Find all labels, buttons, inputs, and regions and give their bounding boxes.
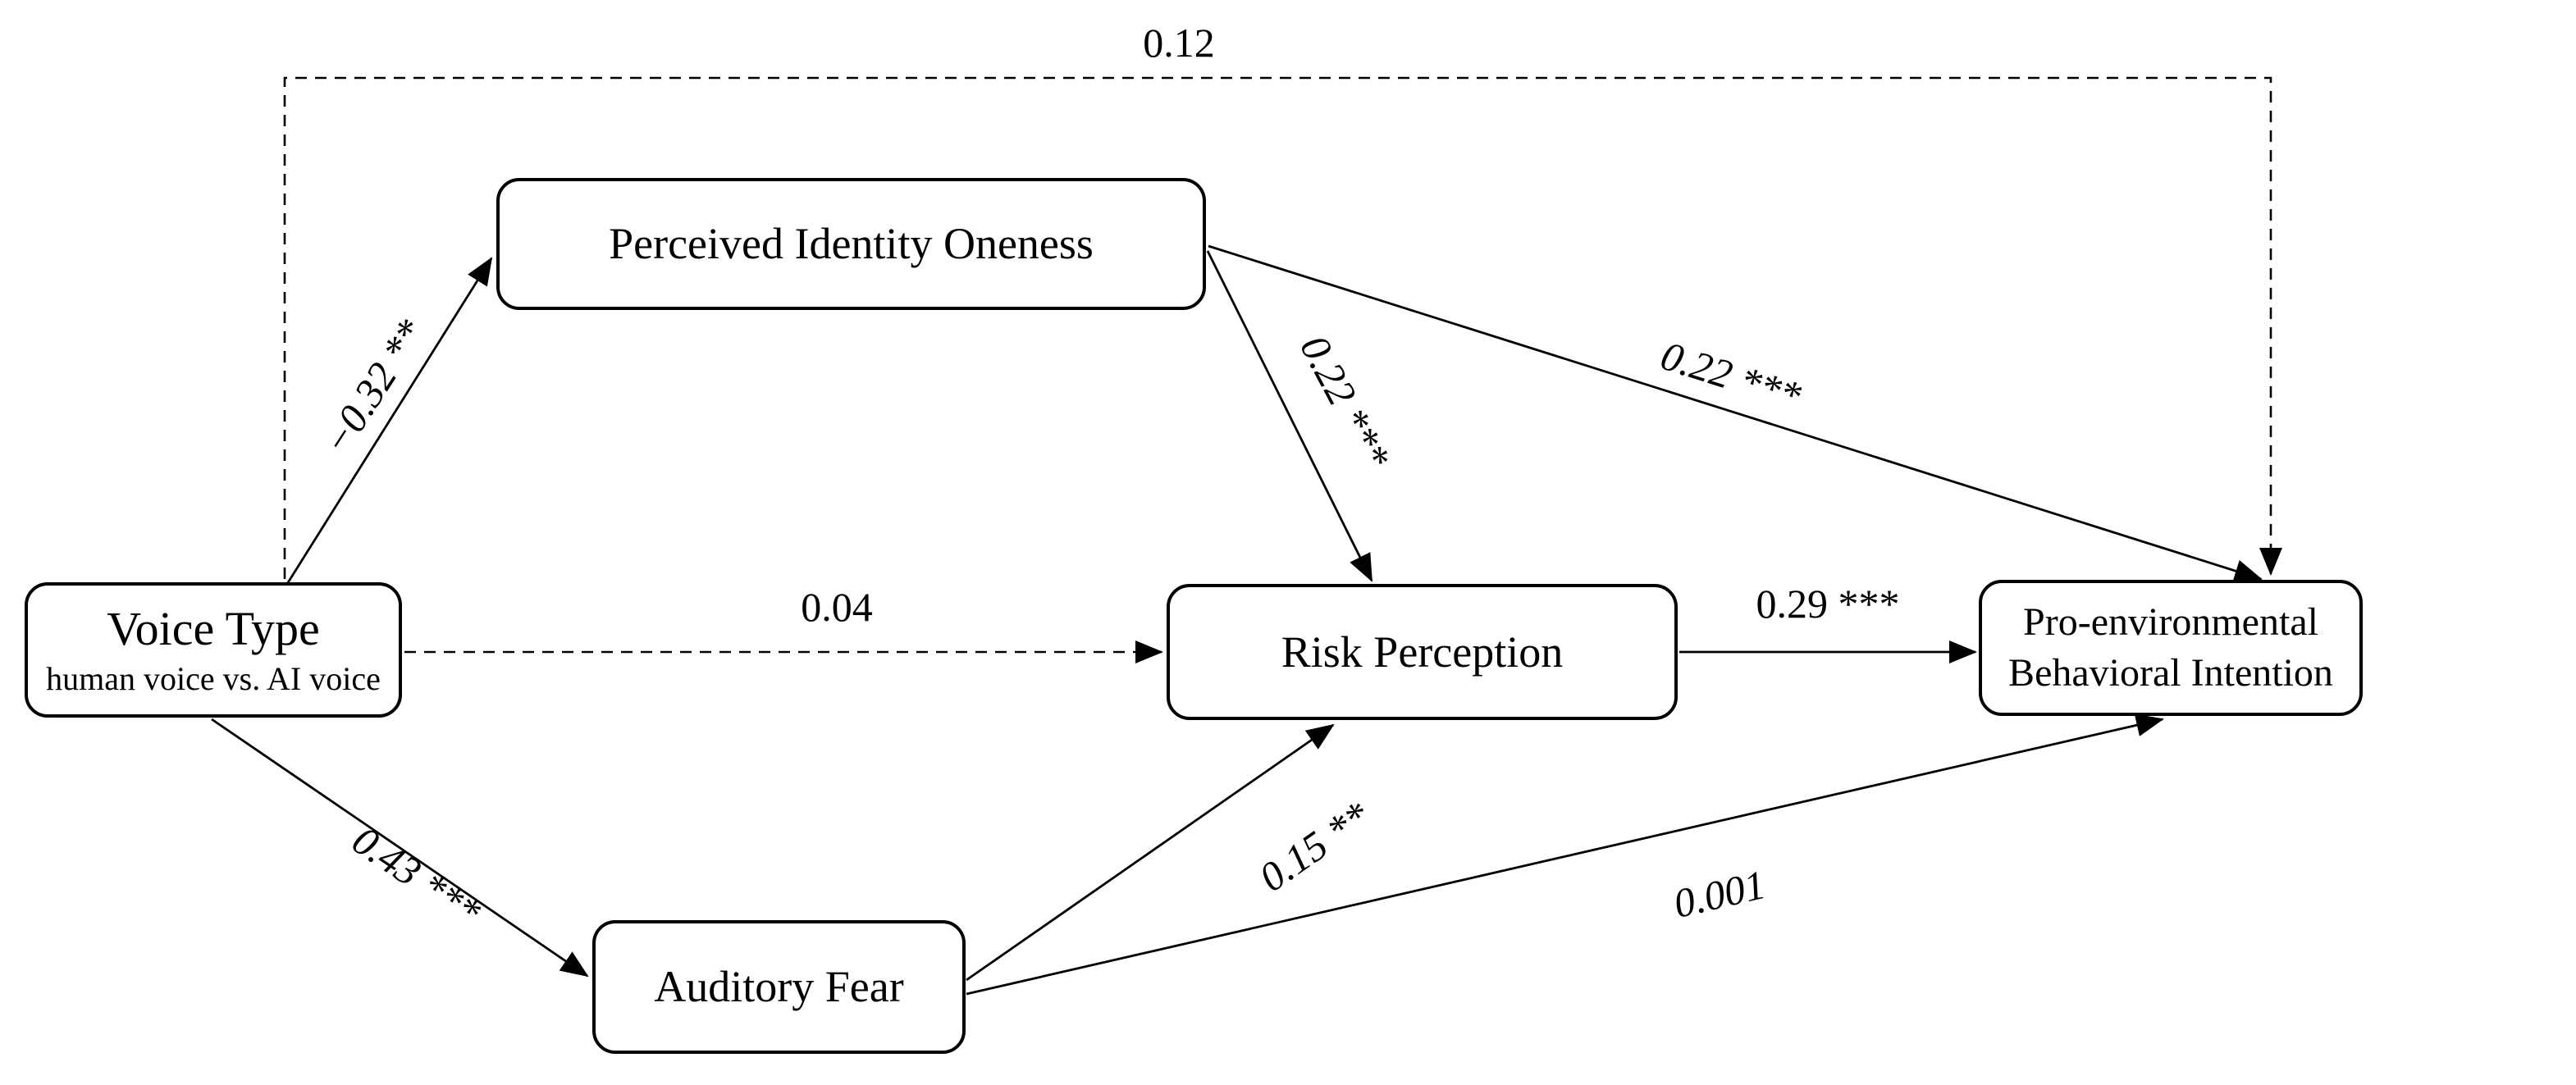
edge-voice-type-to-pio-line — [285, 257, 493, 585]
node-voice-type-label: Voice Type — [107, 602, 320, 656]
edge-label-voice-type-to-pro-env-direct: 0.12 — [1143, 20, 1215, 66]
edge-pio-to-risk-perception-line — [1206, 250, 1373, 582]
node-auditory-fear: Auditory Fear — [592, 920, 966, 1054]
node-risk-perception-label: Risk Perception — [1281, 627, 1564, 677]
node-voice-type: Voice Type human voice vs. AI voice — [25, 582, 402, 718]
node-risk-perception: Risk Perception — [1167, 584, 1678, 720]
edge-voice-type-to-auditory-fear-line — [211, 718, 589, 978]
edge-voice-type-to-pro-env-direct-line — [283, 76, 2282, 579]
edge-auditory-fear-to-pro-env-line — [966, 713, 2164, 996]
node-voice-type-sublabel: human voice vs. AI voice — [46, 659, 381, 697]
edge-label-risk-perception-to-pro-env: 0.29 *** — [1756, 581, 1900, 627]
edge-pio-to-pro-env-line — [1208, 244, 2263, 582]
node-pro-env-label-line2: Behavioral Intention — [2008, 651, 2333, 695]
node-perceived-identity-oneness: Perceived Identity Oneness — [496, 178, 1206, 310]
edge-auditory-fear-to-risk-perception-line — [966, 723, 1335, 982]
node-pro-env-label-line1: Pro-environmental — [2023, 599, 2318, 644]
node-pro-environmental-behavioral-intention: Pro-environmental Behavioral Intention — [1979, 580, 2363, 716]
node-perceived-identity-oneness-label: Perceived Identity Oneness — [609, 219, 1094, 269]
node-auditory-fear-label: Auditory Fear — [654, 962, 904, 1012]
edge-label-voice-type-to-risk-perception: 0.04 — [801, 584, 873, 630]
